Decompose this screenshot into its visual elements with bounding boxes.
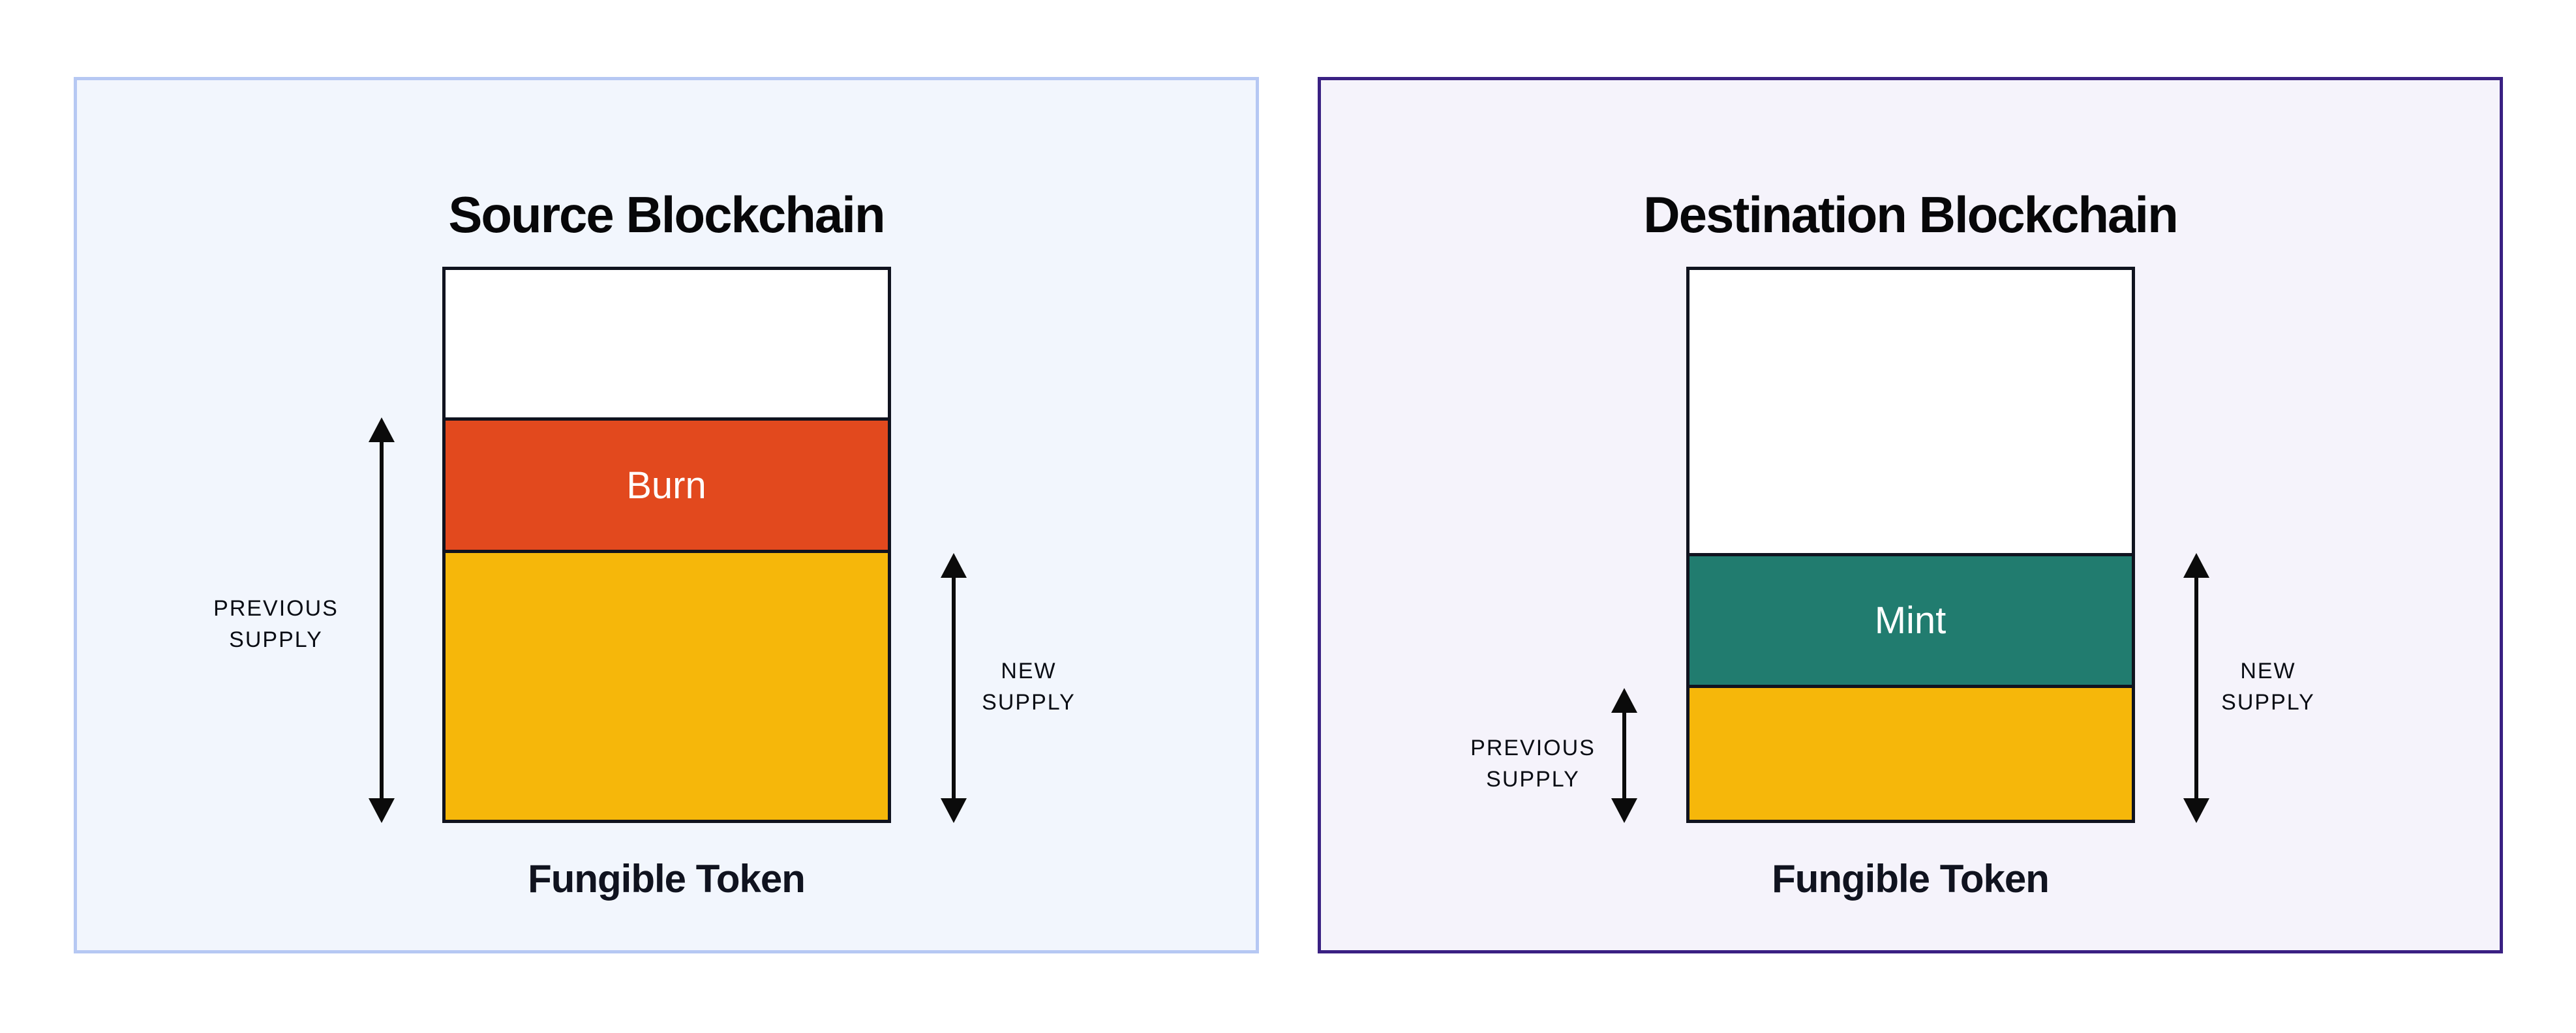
destination-supply-segment [1689,688,2132,820]
source-panel-title: Source Blockchain [448,185,885,243]
arrow-shaft [1622,713,1626,798]
source-new-supply-arrow-icon [939,553,968,823]
destination-panel-title: Destination Blockchain [1643,185,2179,243]
destination-previous-supply-label: PREVIOUS SUPPLY [1470,736,1596,792]
arrow-shaft [2194,578,2198,798]
mint-segment-label: Mint [1874,599,1947,642]
source-burn-segment: Burn [445,417,888,553]
destination-token-bar: Mint [1686,267,2135,823]
destination-unfilled-segment [1689,270,2132,553]
arrowhead-down-icon [369,798,395,823]
source-panel-caption: Fungible Token [528,857,806,901]
arrowhead-up-icon [1611,688,1637,713]
destination-blockchain-panel: Destination Blockchain Mint PREVIOUS SUP… [1318,77,2503,953]
source-new-supply-label: NEW SUPPLY [982,659,1076,715]
source-previous-supply-arrow-icon [367,417,396,823]
arrowhead-up-icon [941,553,967,578]
arrowhead-up-icon [369,417,395,442]
destination-previous-supply-arrow-icon [1610,688,1639,823]
source-unfilled-segment [445,270,888,417]
arrow-shaft [380,442,384,798]
arrowhead-up-icon [2183,553,2209,578]
destination-panel-caption: Fungible Token [1772,857,2050,901]
arrowhead-down-icon [2183,798,2209,823]
source-previous-supply-label: PREVIOUS SUPPLY [213,596,339,652]
destination-mint-segment: Mint [1689,553,2132,688]
destination-new-supply-label: NEW SUPPLY [2221,659,2315,715]
arrowhead-down-icon [1611,798,1637,823]
burn-segment-label: Burn [626,464,706,507]
arrowhead-down-icon [941,798,967,823]
destination-new-supply-arrow-icon [2182,553,2211,823]
arrow-shaft [952,578,956,798]
source-supply-segment [445,553,888,820]
source-token-bar: Burn [442,267,891,823]
source-blockchain-panel: Source Blockchain Burn PREVIOUS SUPPLY N… [74,77,1259,953]
